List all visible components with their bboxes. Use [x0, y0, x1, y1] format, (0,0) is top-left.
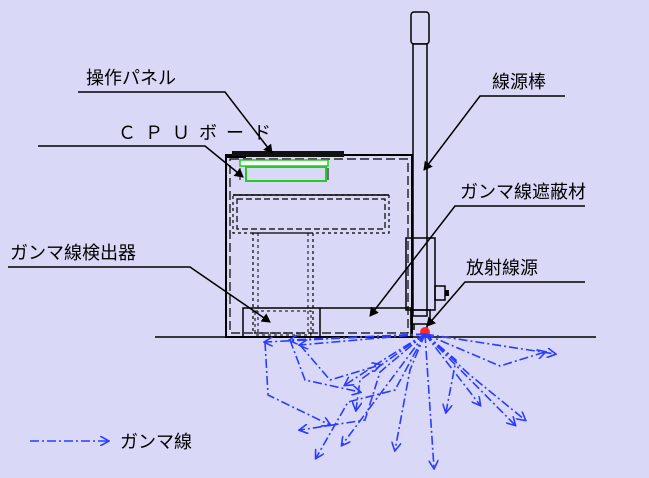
- label-gamma-shield: ガンマ線遮蔽材: [460, 182, 586, 203]
- gamma-ray-paths: [265, 333, 555, 468]
- label-radiation-source: 放射線源: [466, 258, 538, 279]
- cpu-board-component: [239, 159, 329, 182]
- legend-gamma-ray-label: ガンマ線: [120, 432, 192, 453]
- source-rod-component: [410, 11, 430, 317]
- detector-column: [252, 232, 314, 334]
- gamma-shield-component: [405, 237, 449, 330]
- leader-lines: [8, 91, 585, 327]
- label-source-rod: 線源棒: [492, 72, 546, 93]
- legend: ガンマ線: [30, 432, 192, 453]
- label-gamma-detector: ガンマ線検出器: [10, 243, 136, 264]
- control-panel-component: [226, 151, 344, 158]
- inner-shelf: [232, 194, 390, 234]
- label-control-panel: 操作パネル: [86, 68, 176, 89]
- instrument-housing: [225, 154, 413, 338]
- label-cpu-board: ＣＰＵボード: [118, 123, 280, 144]
